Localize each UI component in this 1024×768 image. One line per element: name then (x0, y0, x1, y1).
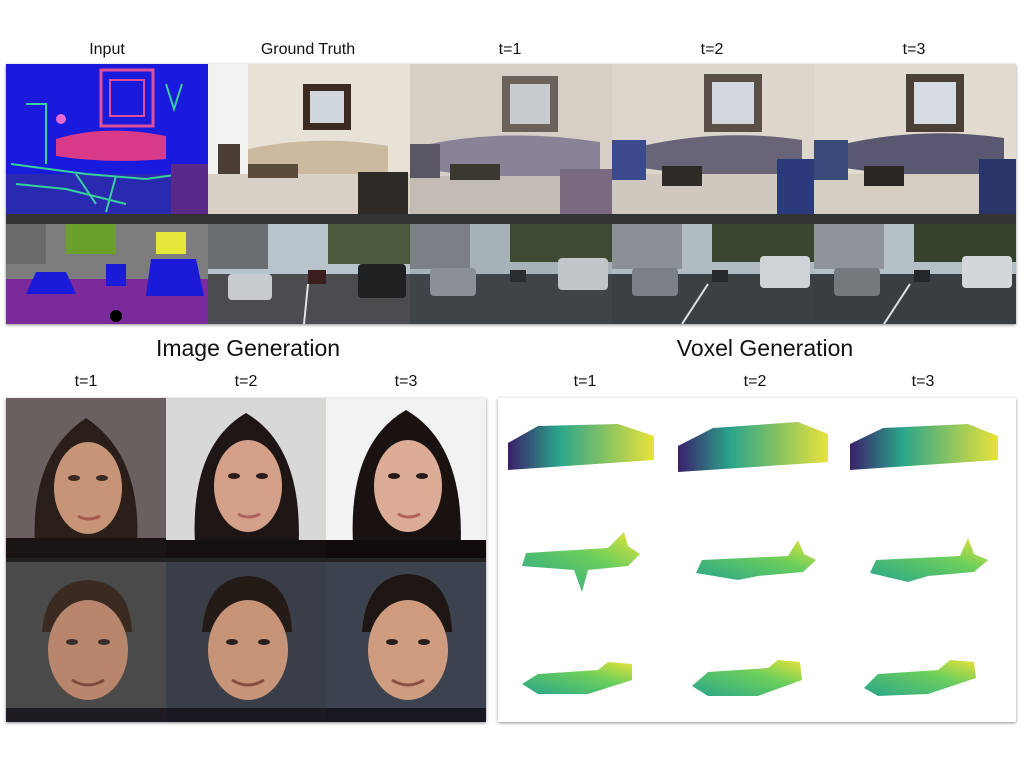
street-generated-t2 (612, 224, 814, 324)
column-label-ground-truth: Ground Truth (260, 41, 356, 58)
voxel-car-t2 (678, 422, 828, 472)
voxel-column-label-t1: t=1 (573, 373, 597, 390)
image-column-label-t1: t=1 (74, 373, 98, 390)
street-generated-t3 (814, 224, 1016, 324)
voxel-plane-t1 (522, 532, 640, 592)
image-translation-panel (6, 64, 1016, 324)
face-woman-t2 (166, 398, 326, 558)
column-label-t2: t=2 (700, 41, 724, 58)
column-label-t3: t=3 (902, 41, 926, 58)
street-segmentation-input (6, 224, 208, 324)
indoor-segmentation-input (6, 64, 208, 214)
voxel-boat-t3 (864, 660, 976, 696)
voxel-car-t1 (508, 424, 654, 470)
indoor-ground-truth (208, 64, 410, 214)
indoor-generated-t2 (612, 64, 814, 214)
voxel-plane-t2 (696, 540, 816, 580)
face-generation-panel (6, 398, 486, 722)
voxel-renderings (508, 422, 998, 696)
voxel-plane-t3 (870, 538, 988, 582)
street-generated-t1 (410, 224, 612, 324)
section-title-voxel-generation: Voxel Generation (676, 335, 854, 361)
section-title-image-generation: Image Generation (155, 335, 341, 361)
face-woman-t1 (6, 398, 166, 558)
street-ground-truth (208, 224, 410, 324)
column-label-t1: t=1 (498, 41, 522, 58)
voxel-boat-t1 (522, 662, 632, 694)
voxel-column-label-t3: t=3 (911, 373, 935, 390)
face-man-t1 (6, 562, 166, 722)
voxel-boat-t2 (692, 660, 802, 696)
indoor-generated-t3 (814, 64, 1016, 214)
image-column-label-t2: t=2 (234, 373, 258, 390)
indoor-generated-t1 (410, 64, 612, 214)
face-man-t2 (166, 562, 326, 722)
face-man-t3 (326, 562, 486, 722)
voxel-column-label-t2: t=2 (743, 373, 767, 390)
column-label-input: Input (89, 41, 125, 58)
image-column-label-t3: t=3 (394, 373, 418, 390)
voxel-car-t3 (850, 424, 998, 470)
voxel-generation-panel (498, 398, 1016, 722)
face-woman-t3 (326, 398, 486, 558)
